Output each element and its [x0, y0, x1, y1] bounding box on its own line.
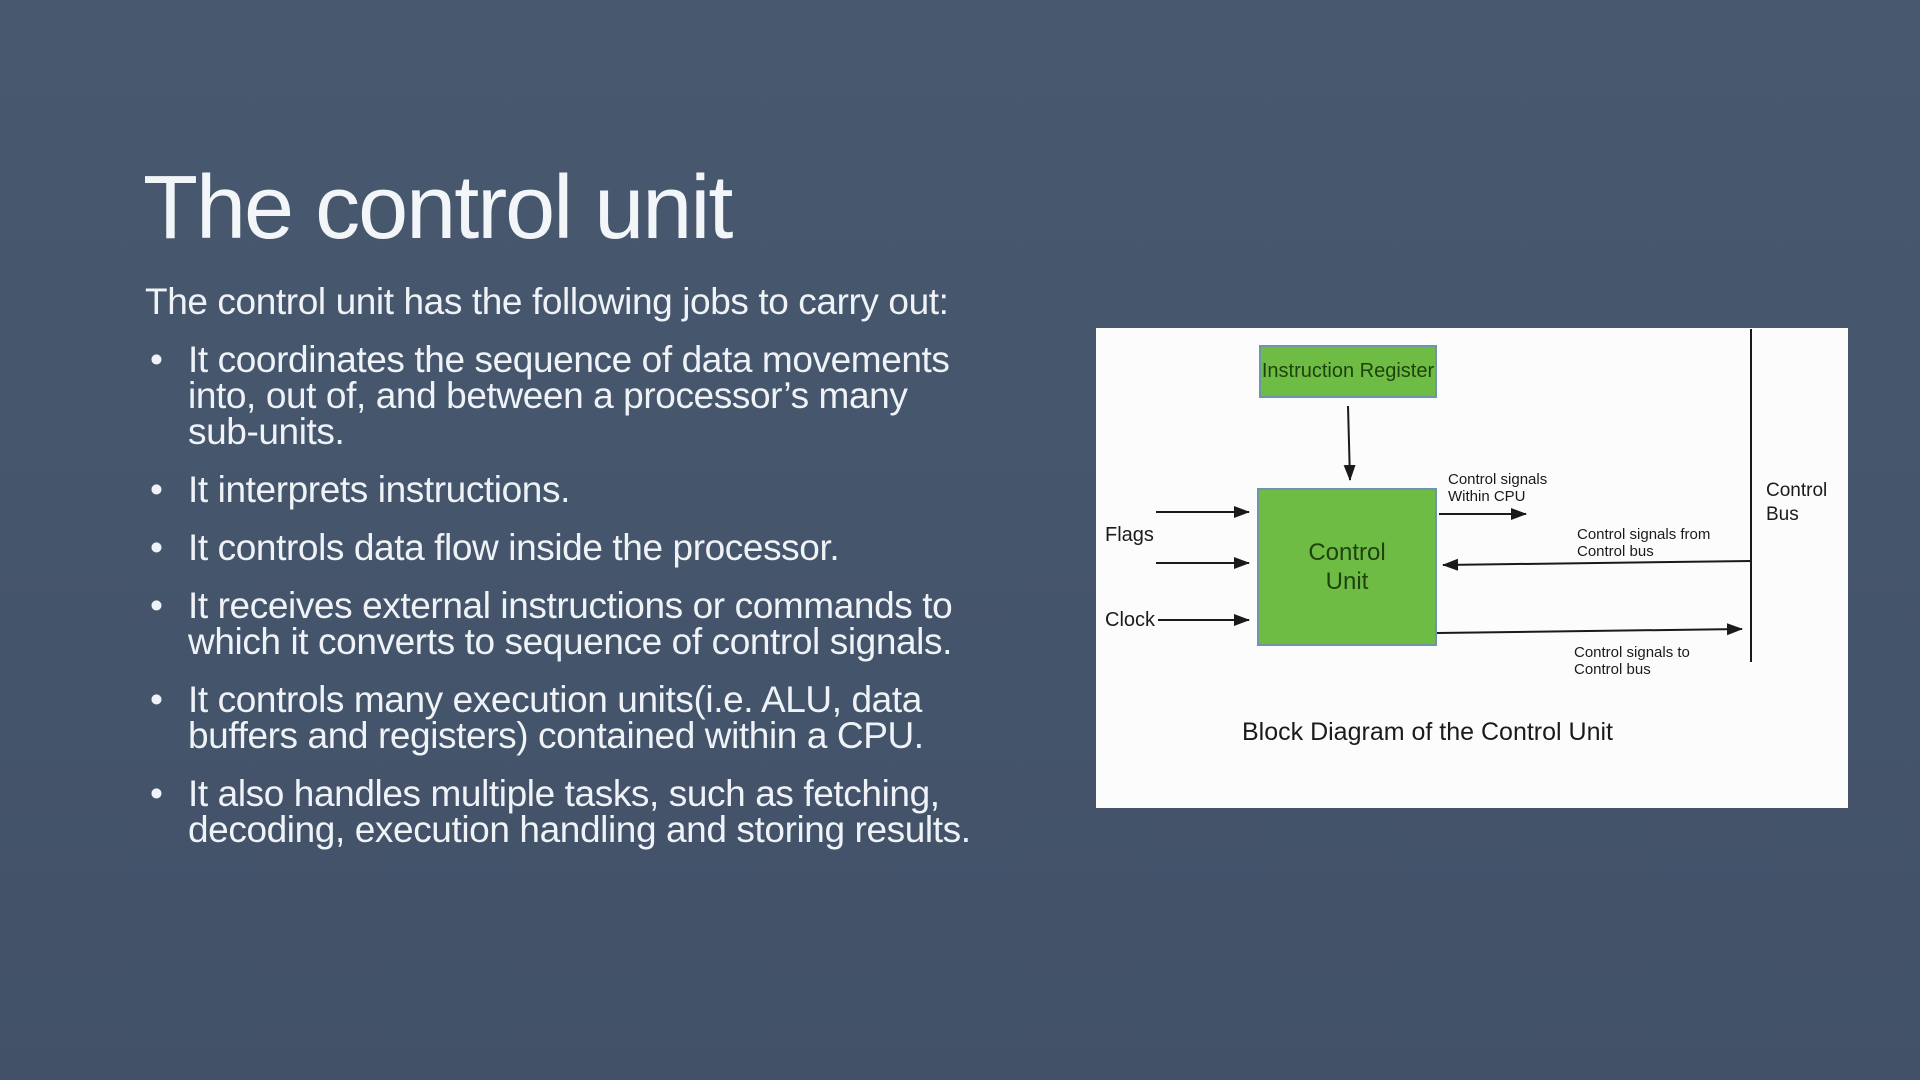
instruction-register-node: Instruction Register	[1259, 345, 1437, 398]
signals-within-cpu-label: Control signals Within CPU	[1448, 471, 1548, 505]
signals-from-bus-label: Control signals from Control bus	[1577, 526, 1711, 560]
bullet-item: It coordinates the sequence of data move…	[145, 341, 1155, 450]
control-bus-label: Control Bus	[1766, 480, 1828, 525]
flags-label: Flags	[1105, 524, 1154, 546]
bullet-item: It also handles multiple tasks, such as …	[145, 775, 1155, 848]
diagram-caption: Block Diagram of the Control Unit	[1242, 718, 1613, 746]
slide-title: The control unit	[143, 158, 733, 259]
bullet-item: It interprets instructions.	[145, 471, 1155, 508]
bullet-item: It controls many execution units(i.e. AL…	[145, 681, 1155, 754]
intro-text: The control unit has the following jobs …	[145, 281, 949, 322]
control-unit-node: Control Unit	[1257, 488, 1437, 646]
signals-to-bus-label: Control signals to Control bus	[1574, 644, 1690, 678]
body-text-block: The control unit has the following jobs …	[145, 281, 1155, 870]
bullet-item: It controls data flow inside the process…	[145, 529, 1155, 566]
bullet-list: It coordinates the sequence of data move…	[145, 341, 1155, 848]
arrow-ir-to-cu	[1343, 405, 1356, 481]
bullet-item: It receives external instructions or com…	[145, 587, 1155, 660]
clock-label: Clock	[1105, 609, 1156, 631]
arrow-signals-from-bus	[1442, 558, 1752, 571]
arrow-signals-to-bus	[1436, 623, 1743, 636]
diagram-arrows	[1156, 329, 1752, 662]
diagram-panel: Instruction Register Control Unit Flags …	[1096, 328, 1848, 808]
